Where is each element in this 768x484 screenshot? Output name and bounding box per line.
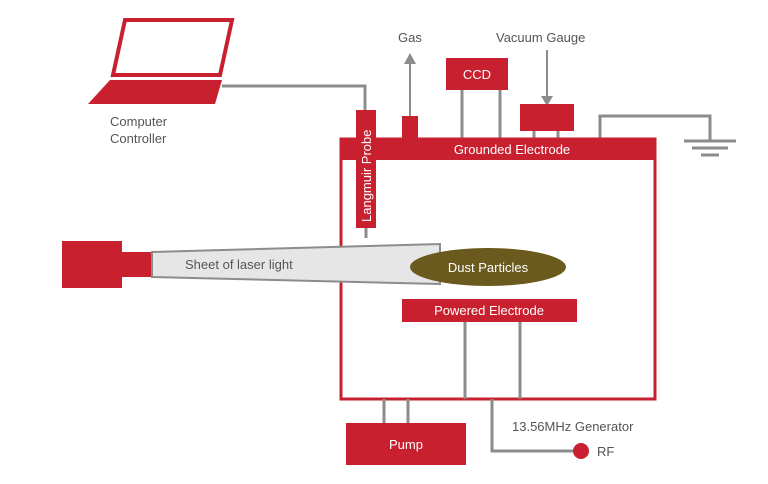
- rf-line: [490, 399, 574, 453]
- laptop-icon: [88, 18, 235, 104]
- laser-sheet-label: Sheet of laser light: [185, 257, 293, 272]
- laser-sheet: [151, 242, 441, 286]
- dust-particles-label: Dust Particles: [448, 260, 529, 275]
- ground-wire: [598, 114, 712, 140]
- powered-electrode-label: Powered Electrode: [434, 303, 544, 318]
- ccd-label: CCD: [463, 67, 491, 82]
- computer-cable: [222, 84, 367, 112]
- grounded-electrode: [341, 138, 655, 160]
- pump-box: [346, 423, 466, 465]
- ccd-box: [446, 58, 508, 90]
- rf-source-icon: [573, 443, 589, 459]
- computer-label-line1: Computer: [110, 114, 168, 129]
- laser-body: [62, 241, 122, 288]
- vacuum-gauge-label: Vacuum Gauge: [496, 30, 585, 45]
- pump-label: Pump: [389, 437, 423, 452]
- laser-nozzle: [122, 252, 152, 277]
- gas-label: Gas: [398, 30, 422, 45]
- rf-label: RF: [597, 444, 614, 459]
- grounded-electrode-label: Grounded Electrode: [454, 142, 570, 157]
- dust-cloud: [410, 248, 566, 286]
- vacuum-gauge-box: [520, 104, 574, 131]
- computer-label-line2: Controller: [110, 131, 167, 146]
- langmuir-probe-label: Langmuir Probe: [359, 130, 374, 223]
- vacuum-gauge-arrow-icon: [541, 96, 553, 106]
- gas-arrow-icon: [404, 53, 416, 64]
- ground-symbol-icon: [684, 139, 736, 157]
- powered-electrode: [402, 299, 577, 322]
- langmuir-probe: [356, 110, 376, 228]
- generator-label: 13.56MHz Generator: [512, 419, 634, 434]
- gas-port: [402, 116, 418, 138]
